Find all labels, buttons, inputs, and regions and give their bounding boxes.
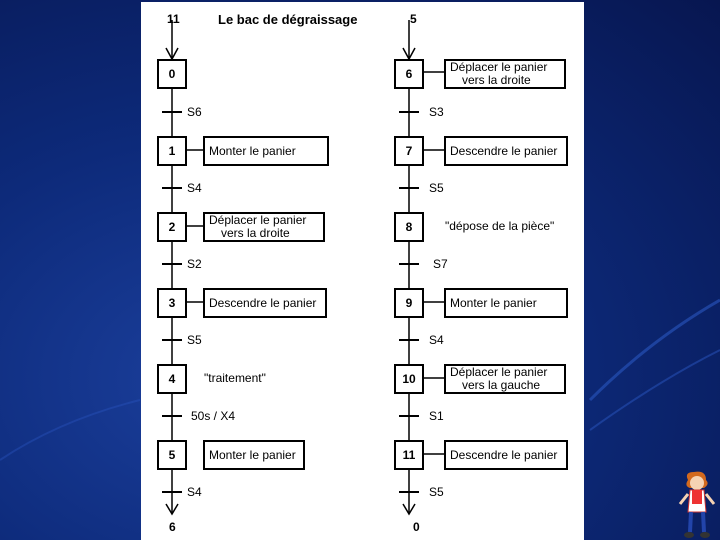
action-step-1: Monter le panier — [203, 136, 329, 166]
transition-label: S2 — [187, 257, 202, 271]
action-text: Monter le panier — [209, 447, 296, 462]
transition-label: S7 — [433, 257, 448, 271]
transition-label: S4 — [187, 485, 202, 499]
left-entry-label: 11 — [167, 12, 180, 26]
transition-label: S4 — [429, 333, 444, 347]
action-text: Déplacer le panier — [450, 365, 548, 379]
action-step-8: "dépose de la pièce" — [445, 219, 555, 233]
action-text: vers la droite — [221, 226, 290, 240]
step-0: 0 — [157, 59, 187, 89]
transition-label: 50s / X4 — [191, 409, 236, 423]
right-exit-label: 0 — [413, 520, 420, 534]
step-8: 8 — [394, 212, 424, 242]
girl-clipart-icon — [678, 471, 716, 538]
action-step-7: Descendre le panier — [444, 136, 568, 166]
transition-label: S5 — [429, 485, 444, 499]
step-7: 7 — [394, 136, 424, 166]
step-10: 10 — [394, 364, 424, 394]
step-2: 2 — [157, 212, 187, 242]
step-5: 5 — [157, 440, 187, 470]
action-text: Déplacer le panier — [209, 213, 307, 227]
action-step-5: Monter le panier — [203, 440, 305, 470]
action-text: Monter le panier — [450, 295, 537, 310]
action-text: Descendre le panier — [450, 447, 558, 462]
action-step-2: Déplacer le panier vers la droite — [203, 212, 325, 242]
action-step-10: Déplacer le panier vers la gauche — [444, 364, 566, 394]
action-step-4: "traitement" — [204, 371, 266, 385]
transition-label: S1 — [429, 409, 444, 423]
action-text: vers la gauche — [462, 378, 541, 392]
action-step-3: Descendre le panier — [203, 288, 327, 318]
step-3: 3 — [157, 288, 187, 318]
right-entry-label: 5 — [410, 12, 417, 26]
step-11: 11 — [394, 440, 424, 470]
step-4: 4 — [157, 364, 187, 394]
action-step-9: Monter le panier — [444, 288, 568, 318]
action-step-6: Déplacer le panier vers la droite — [444, 59, 566, 89]
grafcet-lines — [162, 20, 444, 516]
action-text: vers la droite — [462, 73, 531, 87]
step-9: 9 — [394, 288, 424, 318]
action-text: Descendre le panier — [209, 295, 317, 310]
left-exit-label: 6 — [169, 520, 176, 534]
action-text: Descendre le panier — [450, 143, 558, 158]
transition-label: S4 — [187, 181, 202, 195]
grafcet-sheet: Le bac de dégraissage 11 5 6 0 0 1 2 3 4… — [141, 2, 584, 540]
step-1: 1 — [157, 136, 187, 166]
action-text: Monter le panier — [209, 143, 296, 158]
transition-label: S5 — [187, 333, 202, 347]
action-text: Déplacer le panier — [450, 60, 548, 74]
step-6: 6 — [394, 59, 424, 89]
action-step-11: Descendre le panier — [444, 440, 568, 470]
diagram-title: Le bac de dégraissage — [218, 12, 358, 27]
transition-label: S6 — [187, 105, 202, 119]
transition-label: S3 — [429, 105, 444, 119]
transition-label: S5 — [429, 181, 444, 195]
